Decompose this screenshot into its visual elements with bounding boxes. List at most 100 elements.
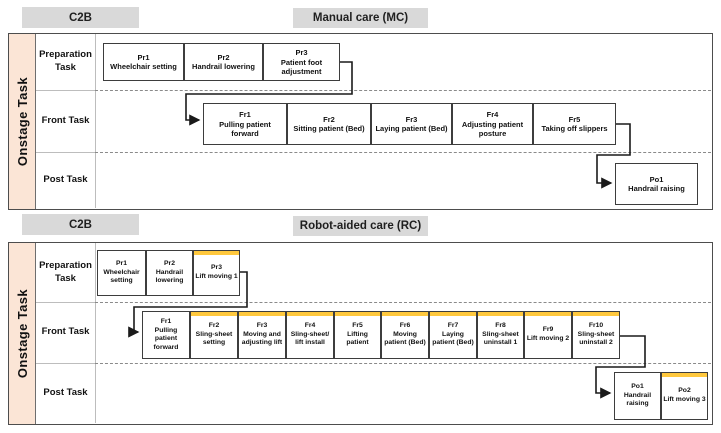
rc-onstage-label: Onstage Task — [14, 288, 30, 379]
rc-row-preparation: Preparation Task — [36, 243, 95, 302]
task-name: Lifting patient — [346, 331, 369, 347]
mc-row-post-label: Post Task — [43, 173, 88, 185]
task-name: Wheelchair setting — [103, 269, 140, 285]
mc-row-preparation-label: Preparation Task — [39, 49, 92, 73]
mc-task-fr3: Fr3 Laying patient (Bed) — [371, 103, 452, 145]
rc-task-pr3-highlighted: Pr3 Lift moving 1 — [193, 250, 240, 296]
task-code: Fr4 — [304, 322, 316, 330]
mc-title-tab: Manual care (MC) — [293, 8, 428, 28]
mc-row-post: Post Task — [36, 152, 95, 208]
task-code: Fr10 — [588, 322, 604, 330]
task-name: Adjusting patient posture — [461, 119, 524, 138]
rc-task-fr1: Fr1 Pulling patient forward — [142, 311, 190, 359]
task-name: Pulling patient forward — [153, 326, 179, 351]
mc-rowline2-dashed — [95, 152, 711, 153]
mc-labelcol-divider — [95, 34, 96, 208]
task-code: Po2 — [678, 387, 691, 395]
rc-task-fr9-highlighted: Fr9 Lift moving 2 — [524, 311, 572, 359]
task-code: Fr5 — [568, 114, 581, 124]
rc-task-pr2: Pr2 Handrail lowering — [146, 250, 193, 296]
task-name: Handrail lowering — [155, 269, 184, 285]
task-name: Sitting patient (Bed) — [293, 124, 365, 134]
task-name: Handrail raising — [623, 392, 652, 408]
mc-onstage-strip: Onstage Task — [9, 34, 36, 209]
mc-task-pr3: Pr3 Patient foot adjustment — [263, 43, 340, 81]
task-name: Lift moving 3 — [663, 396, 706, 404]
task-name: Taking off slippers — [541, 124, 608, 134]
task-name: Sling-sheet/ lift install — [290, 331, 330, 347]
rc-corner-tab: C2B — [22, 214, 139, 235]
mc-rowline1-dashed — [95, 90, 711, 91]
task-code: Pr3 — [211, 264, 222, 272]
task-code: Fr2 — [208, 322, 220, 330]
mc-task-po1: Po1 Handrail raising — [615, 163, 698, 205]
mc-onstage-label: Onstage Task — [14, 76, 30, 167]
rc-title-label: Robot-aided care (RC) — [299, 220, 422, 232]
task-code: Pr1 — [116, 260, 127, 268]
mc-task-pr1: Pr1 Wheelchair setting — [103, 43, 184, 81]
mc-task-pr2: Pr2 Handrail lowering — [184, 43, 263, 81]
rc-task-po1: Po1 Handrail raising — [614, 372, 661, 420]
task-code: Fr4 — [486, 109, 499, 119]
rc-task-po2-highlighted: Po2 Lift moving 3 — [661, 372, 708, 420]
task-code: Fr9 — [542, 326, 554, 334]
mc-task-fr2: Fr2 Sitting patient (Bed) — [287, 103, 371, 145]
task-code: Fr3 — [256, 322, 268, 330]
task-name: Wheelchair setting — [110, 62, 177, 72]
rc-task-pr1: Pr1 Wheelchair setting — [97, 250, 146, 296]
task-code: Po1 — [649, 174, 664, 184]
task-name: Handrail lowering — [192, 62, 255, 72]
rc-rowline2-dashed — [95, 363, 711, 364]
task-code: Po1 — [631, 383, 644, 391]
mc-task-fr4: Fr4 Adjusting patient posture — [452, 103, 533, 145]
task-code: Pr2 — [164, 260, 175, 268]
mc-rowline1-solid — [36, 90, 95, 91]
task-name: Moving patient (Bed) — [384, 331, 426, 347]
rc-title-tab: Robot-aided care (RC) — [293, 216, 428, 236]
task-name: Sling-sheet setting — [195, 331, 233, 347]
task-name: Laying patient (Bed) — [432, 331, 474, 347]
task-code: Pr3 — [295, 47, 308, 57]
task-code: Fr5 — [352, 322, 363, 330]
mc-corner-label: C2B — [68, 11, 92, 24]
mc-rowline2-solid — [36, 152, 95, 153]
rc-task-fr5-highlighted: Fr5 Lifting patient — [334, 311, 381, 359]
task-code: Fr6 — [399, 322, 411, 330]
mc-task-fr5: Fr5 Taking off slippers — [533, 103, 616, 145]
rc-labelcol-divider — [95, 243, 96, 423]
mc-row-front-label: Front Task — [41, 114, 90, 126]
rc-task-fr3-highlighted: Fr3 Moving and adjusting lift — [238, 311, 286, 359]
rc-onstage-strip: Onstage Task — [9, 243, 36, 424]
task-name: Patient foot adjustment — [280, 57, 323, 76]
mc-corner-tab: C2B — [22, 7, 139, 28]
rc-corner-label: C2B — [68, 218, 92, 231]
task-name: Lift moving 2 — [526, 335, 570, 343]
rc-task-fr2-highlighted: Fr2 Sling-sheet setting — [190, 311, 238, 359]
rc-row-preparation-label: Preparation Task — [39, 259, 92, 284]
task-name: Moving and adjusting lift — [241, 331, 283, 347]
rc-task-fr7-highlighted: Fr7 Laying patient (Bed) — [429, 311, 477, 359]
mc-row-preparation: Preparation Task — [36, 34, 95, 90]
task-name: Sling-sheet uninstall 1 — [482, 331, 519, 347]
task-code: Fr8 — [495, 322, 506, 330]
task-code: Fr1 — [239, 109, 251, 119]
rc-task-fr8-highlighted: Fr8 Sling-sheet uninstall 1 — [477, 311, 524, 359]
task-name: Handrail raising — [628, 184, 685, 194]
task-code: Fr7 — [447, 322, 459, 330]
rc-rowline1-dashed — [95, 302, 711, 303]
rc-task-fr4-highlighted: Fr4 Sling-sheet/ lift install — [286, 311, 334, 359]
task-code: Pr2 — [217, 52, 230, 62]
task-code: Fr1 — [160, 318, 172, 326]
rc-task-fr6-highlighted: Fr6 Moving patient (Bed) — [381, 311, 429, 359]
task-code: Pr1 — [137, 52, 150, 62]
task-name: Sling-sheet uninstall 2 — [577, 331, 615, 347]
rc-rowline2-solid — [36, 363, 95, 364]
rc-row-post-label: Post Task — [43, 386, 88, 398]
task-name: Pulling patient forward — [219, 119, 271, 138]
mc-task-fr1: Fr1 Pulling patient forward — [203, 103, 287, 145]
rc-row-front-label: Front Task — [41, 326, 90, 338]
task-name: Laying patient (Bed) — [375, 124, 448, 134]
task-code: Fr2 — [323, 114, 335, 124]
rc-row-post: Post Task — [36, 363, 95, 423]
